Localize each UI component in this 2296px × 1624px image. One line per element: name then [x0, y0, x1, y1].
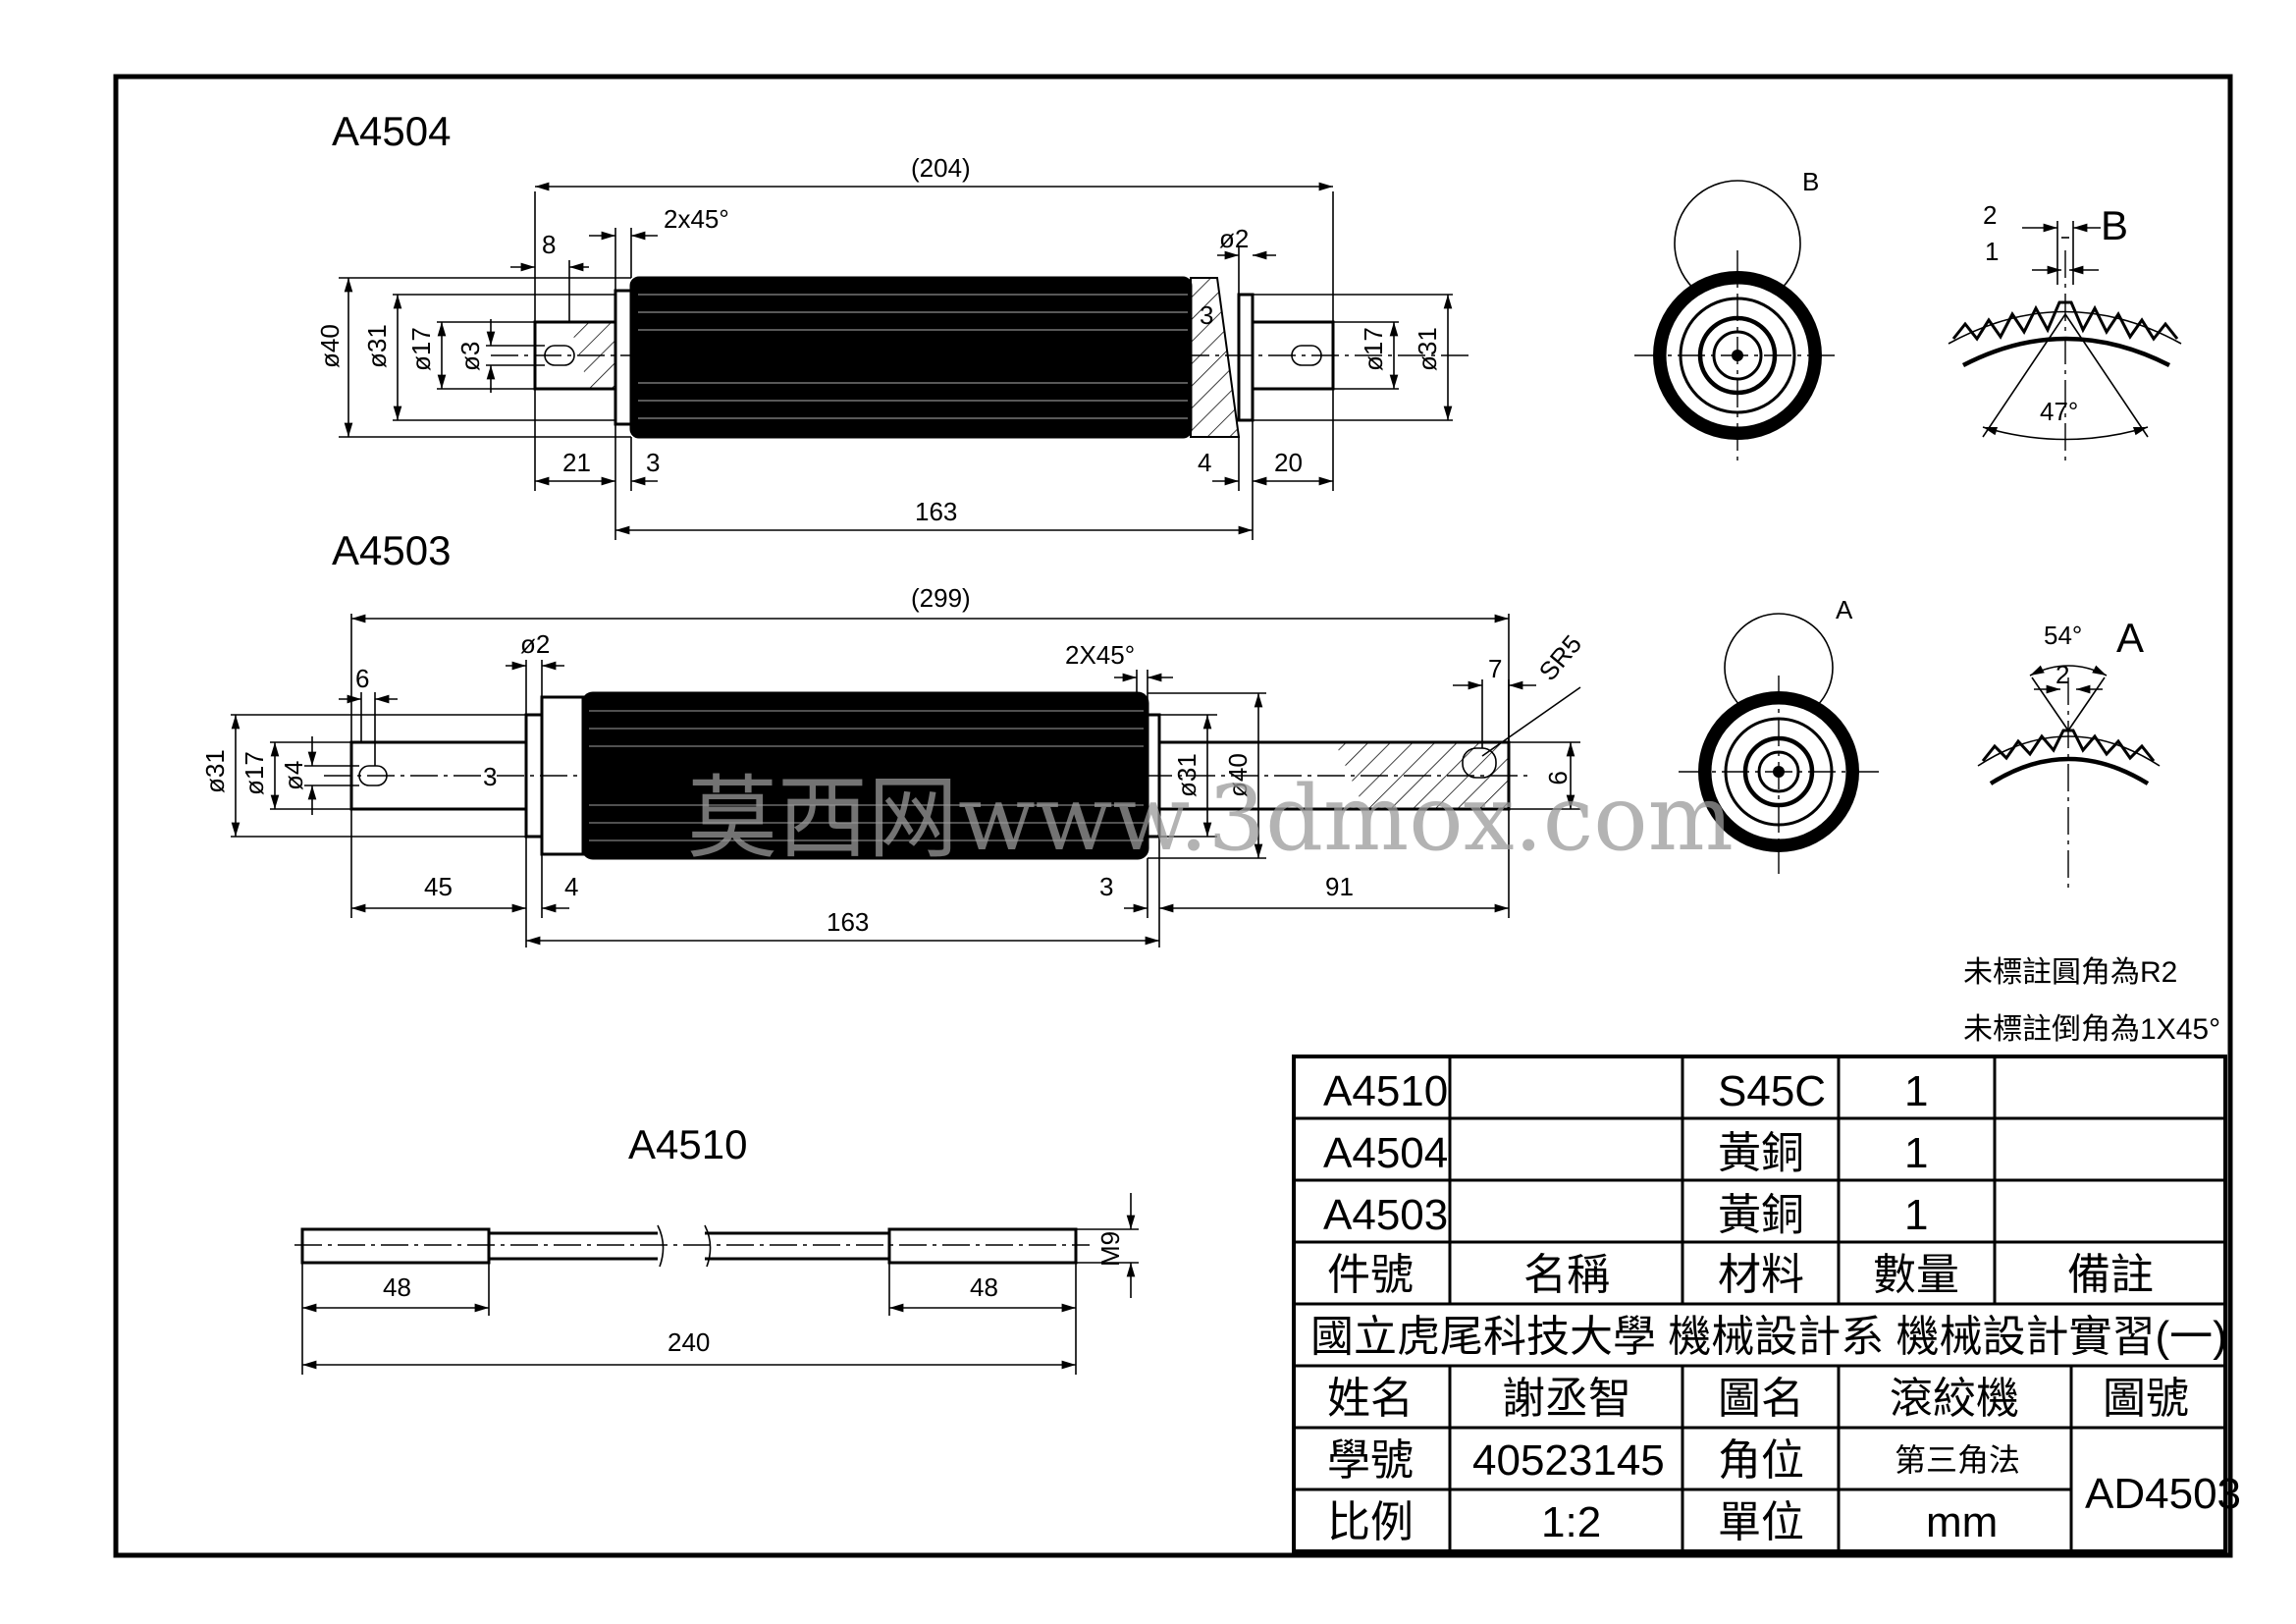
view-b-dim-angle: 47° — [2040, 397, 2078, 426]
label-drawing-name: 圖名 — [1718, 1375, 1804, 1423]
view-b-dim-1: 1 — [1985, 237, 1999, 266]
a4503-dim-3: 3 — [1099, 872, 1113, 901]
header-material: 材料 — [1718, 1251, 1804, 1299]
label-projection: 角位 — [1718, 1436, 1804, 1485]
label-scale: 比例 — [1327, 1498, 1414, 1546]
value-drawing-no: AD4503 — [2085, 1470, 2241, 1518]
row2-part-no: A4504 — [1323, 1129, 1448, 1177]
part-a4510: A4510 48 48 240 M9 — [294, 1121, 1139, 1375]
row3-part-no: A4503 — [1323, 1191, 1448, 1239]
a4503-dim-45: 45 — [424, 872, 453, 901]
a4503-dim-d17: ø17 — [240, 751, 269, 795]
row2-qty: 1 — [1904, 1129, 1928, 1177]
row3-material: 黃銅 — [1718, 1191, 1804, 1239]
label-student-no: 學號 — [1327, 1436, 1414, 1485]
a4503-dim-sr5: SR5 — [1533, 629, 1587, 686]
a4503-dim-right-d31: ø31 — [1172, 753, 1201, 797]
a4503-dim-d4: ø4 — [279, 761, 308, 790]
view-a-label: A — [1836, 595, 1853, 624]
note-chamfer: 未標註倒角為1X45° — [1963, 1013, 2220, 1046]
row2-material: 黃銅 — [1718, 1129, 1804, 1177]
a4503-dim-7: 7 — [1488, 654, 1502, 683]
value-drawing-name: 滾絞機 — [1890, 1375, 2019, 1423]
row1-part-no: A4510 — [1323, 1067, 1448, 1115]
row1-qty: 1 — [1904, 1067, 1928, 1115]
a4503-dim-d31: ø31 — [200, 749, 230, 793]
part-a4510-label: A4510 — [628, 1121, 747, 1167]
row3-qty: 1 — [1904, 1191, 1928, 1239]
a4510-dim-240: 240 — [667, 1327, 710, 1357]
part-a4504: A4504 (204) 2x45° — [315, 108, 1472, 540]
a4503-dim-6: 6 — [355, 664, 369, 693]
a4504-dim-right-d31: ø31 — [1413, 327, 1442, 371]
row1-material: S45C — [1718, 1067, 1826, 1115]
header-part-no: 件號 — [1327, 1251, 1414, 1299]
a4504-dim-dia2: ø2 — [1219, 224, 1249, 253]
a4504-dim-d17: ø17 — [406, 327, 436, 371]
a4504-dim-d31: ø31 — [362, 324, 392, 368]
a4504-dim-163: 163 — [915, 497, 957, 526]
label-drawing-no: 圖號 — [2103, 1375, 2189, 1423]
a4503-dim-163: 163 — [827, 907, 869, 937]
header-remark: 備註 — [2067, 1251, 2154, 1299]
a4510-dim-48-right: 48 — [970, 1272, 998, 1302]
a4504-right-shaft — [1251, 320, 1335, 391]
a4504-dim-20: 20 — [1274, 448, 1303, 477]
a4504-dim-chamfer: 2x45° — [664, 204, 729, 234]
a4504-dim-4: 4 — [1198, 448, 1211, 477]
a4504-dim-d3: ø3 — [455, 342, 485, 371]
a4510-dim-m9: M9 — [1095, 1231, 1125, 1267]
watermark: 莫西网www.3dmox.com — [687, 766, 1734, 871]
title-block: A4510 S45C 1 A4504 黃銅 1 A4503 黃銅 1 件號 名稱… — [1292, 1055, 2241, 1553]
school-department: 國立虎尾科技大學 機械設計系 機械設計實習(一) — [1310, 1313, 2227, 1361]
view-b-detail-label: B — [2101, 202, 2128, 248]
value-student-no: 40523145 — [1472, 1436, 1665, 1485]
sheet-border — [113, 74, 2233, 1558]
a4504-dim-8: 8 — [542, 230, 556, 259]
view-a-dim-angle: 54° — [2044, 621, 2082, 650]
a4510-left-thread — [300, 1227, 491, 1265]
label-name: 姓名 — [1327, 1375, 1414, 1423]
view-a: A 54° 2 A — [1679, 595, 2161, 893]
value-name: 謝丞智 — [1502, 1375, 1631, 1423]
a4504-dim-3-mid: 3 — [1200, 300, 1213, 330]
a4503-dim-right-d40: ø40 — [1223, 753, 1253, 797]
view-b-label: B — [1802, 167, 1819, 196]
value-scale: 1:2 — [1541, 1498, 1601, 1546]
a4504-dim-21: 21 — [562, 448, 591, 477]
value-unit: mm — [1926, 1498, 1998, 1546]
note-fillet: 未標註圓角為R2 — [1963, 956, 2177, 989]
value-projection: 第三角法 — [1895, 1442, 2020, 1478]
view-b: B 47° 2 1 B — [1634, 167, 2182, 461]
a4504-dim-overall: (204) — [911, 153, 971, 183]
a4504-dim-d40: ø40 — [315, 324, 345, 368]
a4503-dim-4: 4 — [564, 872, 578, 901]
view-b-dim-2: 2 — [1983, 200, 1997, 230]
part-a4504-label: A4504 — [332, 108, 451, 154]
a4510-dim-48-left: 48 — [383, 1272, 411, 1302]
a4503-dim-91: 91 — [1325, 872, 1354, 901]
a4503-dim-overall: (299) — [911, 583, 971, 613]
part-a4503: A4503 (299) ø2 — [200, 527, 1587, 947]
label-unit: 單位 — [1718, 1498, 1804, 1546]
view-a-dim-2: 2 — [2056, 660, 2069, 689]
a4503-dim-dia2: ø2 — [520, 629, 550, 659]
a4504-dim-3: 3 — [646, 448, 660, 477]
part-a4503-label: A4503 — [332, 527, 451, 573]
a4504-knurled-body — [629, 276, 1193, 439]
a4503-dim-right-9: 9 — [1543, 771, 1573, 785]
a4503-dim-chamfer: 2X45° — [1065, 640, 1135, 670]
header-name: 名稱 — [1523, 1251, 1610, 1299]
a4504-dim-right-d17: ø17 — [1359, 327, 1388, 371]
view-a-detail-label: A — [2116, 615, 2144, 661]
a4510-right-thread — [887, 1227, 1078, 1265]
header-qty: 數量 — [1873, 1251, 1959, 1299]
a4503-dim-3-mid: 3 — [483, 762, 497, 791]
